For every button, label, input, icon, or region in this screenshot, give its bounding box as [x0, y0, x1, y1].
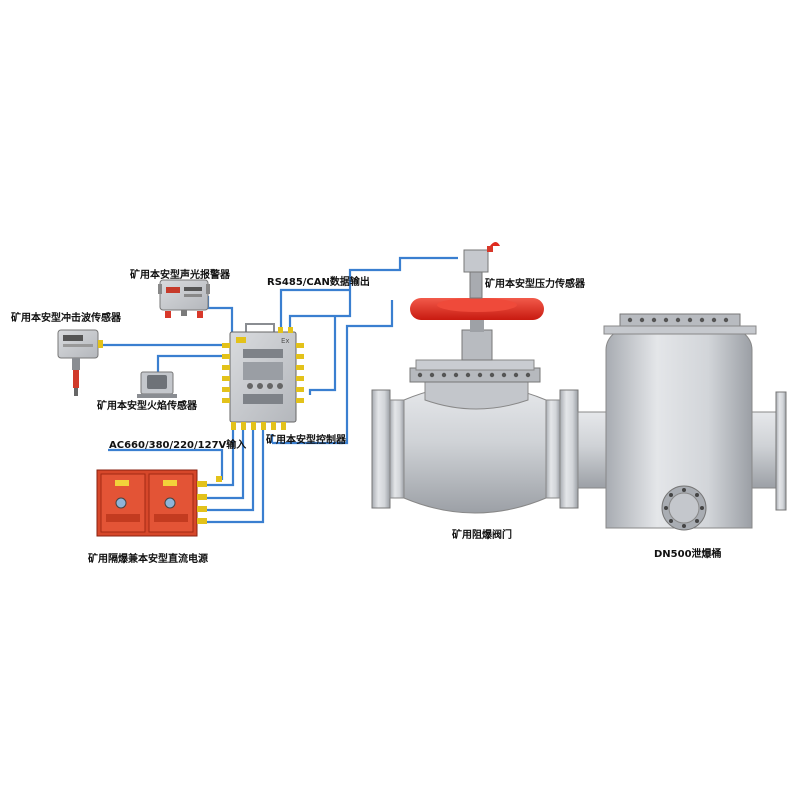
valve-label: 矿用阻爆阀门 [452, 530, 512, 541]
controller-device: Ex [222, 323, 304, 430]
flame-sensor-device [137, 371, 177, 398]
controller-label: 矿用本安型控制器 [266, 435, 346, 446]
alarm-label: 矿用本安型声光报警器 [130, 270, 230, 281]
signal-wires [103, 256, 458, 524]
power-supply-device [96, 469, 222, 537]
shockwave-sensor-label: 矿用本安型冲击波传感器 [11, 313, 121, 324]
wire-valve-controller [272, 300, 394, 445]
vent-barrel-device [577, 313, 787, 531]
wire-power-2 [207, 422, 245, 500]
wire-flame [156, 354, 222, 372]
wire-power-1 [207, 422, 235, 487]
blast-valve-device [371, 242, 579, 514]
alarm-device [158, 279, 210, 318]
wire-power-4 [207, 422, 265, 524]
svg-text:Ex: Ex [281, 337, 290, 345]
rs485-label: RS485/CAN数据输出 [267, 277, 370, 288]
wire-power-3 [207, 422, 255, 512]
power-supply-label: 矿用隔爆兼本安型直流电源 [88, 554, 208, 565]
wire-pressure [288, 256, 458, 395]
shockwave-sensor-device [57, 329, 103, 396]
ac-input-label: AC660/380/220/127V输入 [109, 440, 247, 451]
barrel-label: DN500泄爆桶 [654, 549, 722, 560]
pressure-sensor-label: 矿用本安型压力传感器 [485, 279, 585, 290]
wire-alarm [206, 296, 234, 348]
flame-sensor-label: 矿用本安型火焰传感器 [97, 401, 197, 412]
wire-ac-input [108, 448, 224, 480]
wire-rs485 [279, 288, 350, 336]
